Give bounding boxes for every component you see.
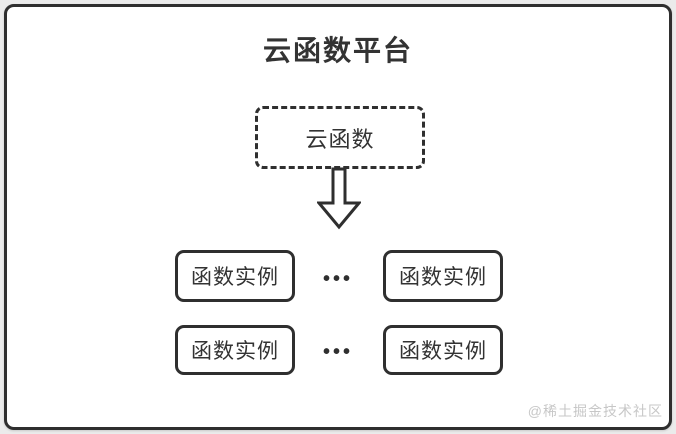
function-instance-node: 函数实例 bbox=[383, 325, 503, 375]
function-instance-label: 函数实例 bbox=[191, 266, 279, 289]
ellipsis-separator: ••• bbox=[322, 268, 353, 290]
function-instance-node: 函数实例 bbox=[175, 325, 295, 375]
down-arrow-icon bbox=[317, 167, 361, 230]
watermark: @稀土掘金技术社区 bbox=[527, 403, 663, 419]
diagram-title: 云函数平台 bbox=[262, 35, 413, 66]
function-instance-label: 函数实例 bbox=[399, 266, 487, 289]
platform-frame: 云函数平台 云函数 函数实例 ••• 函数实例 函数实例 ••• 函数实例 @稀… bbox=[4, 4, 672, 430]
function-instance-node: 函数实例 bbox=[175, 250, 295, 302]
function-instance-label: 函数实例 bbox=[191, 340, 279, 363]
function-instance-label: 函数实例 bbox=[399, 340, 487, 363]
ellipsis-separator: ••• bbox=[322, 341, 353, 363]
function-instance-node: 函数实例 bbox=[383, 250, 503, 302]
cloud-function-label: 云函数 bbox=[305, 126, 375, 152]
cloud-function-node: 云函数 bbox=[255, 106, 425, 169]
